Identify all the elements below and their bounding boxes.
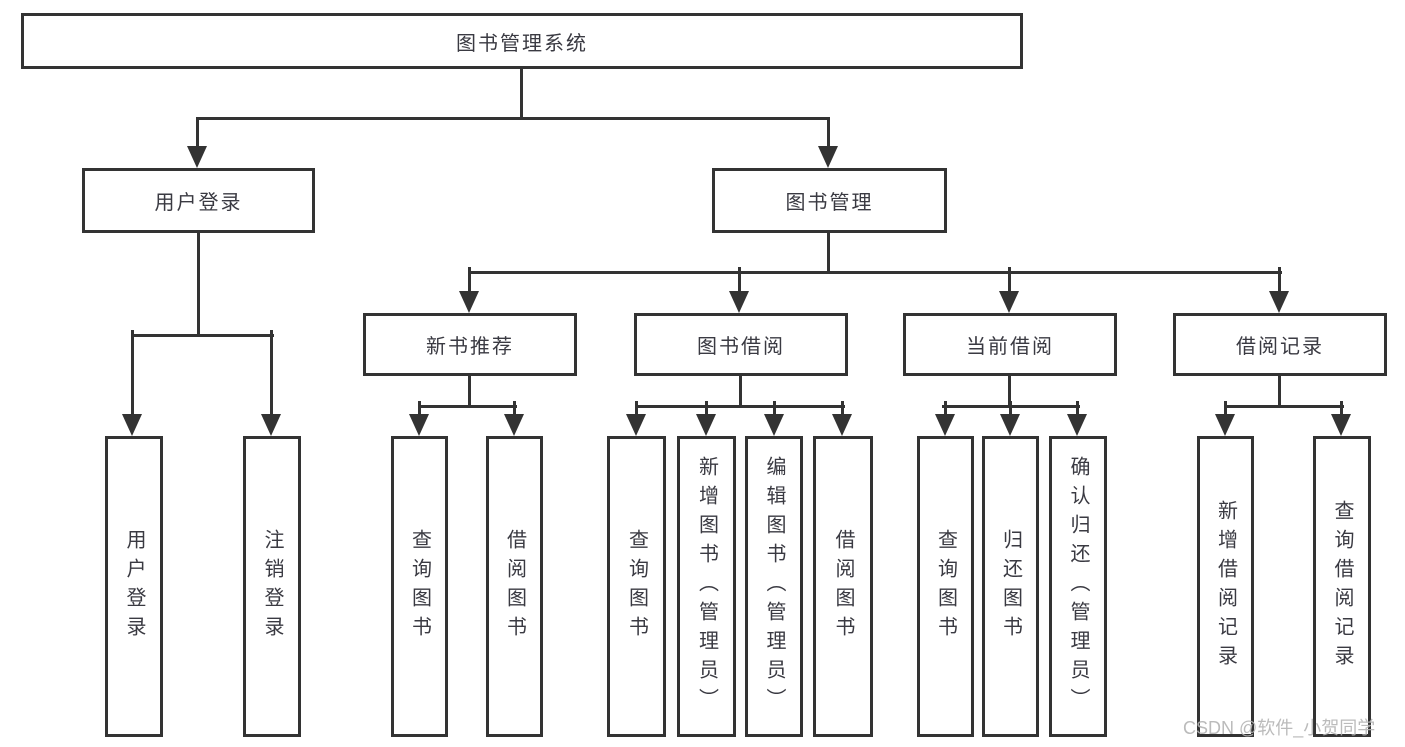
arrow-down-icon	[1000, 414, 1020, 436]
arrow-down-icon	[1331, 414, 1351, 436]
connector-line	[705, 401, 708, 417]
connector-line	[513, 401, 516, 417]
leaf-query-books-current-label: 查询图书	[934, 528, 957, 645]
node-book-borrow-label: 图书借阅	[697, 336, 785, 358]
node-new-book-recommend-label: 新书推荐	[426, 336, 514, 358]
leaf-add-borrow-record: 新增借阅记录	[1197, 436, 1254, 737]
leaf-add-borrow-record-label: 新增借阅记录	[1214, 499, 1237, 674]
arrow-down-icon	[999, 291, 1019, 313]
leaf-borrow-books-recommend: 借阅图书	[486, 436, 543, 737]
node-book-management-label: 图书管理	[785, 192, 874, 214]
leaf-query-books-borrow: 查询图书	[607, 436, 666, 737]
connector-line	[1278, 374, 1281, 407]
connector-line	[827, 117, 830, 148]
leaf-borrow-books: 借阅图书	[813, 436, 873, 737]
connector-line	[1340, 401, 1343, 417]
node-user-login: 用户登录	[82, 168, 315, 233]
connector-line	[773, 401, 776, 417]
leaf-edit-book-admin-label: 编辑图书（管理员）	[763, 456, 785, 717]
leaf-query-books-borrow-label: 查询图书	[625, 528, 648, 645]
leaf-logout-label: 注销登录	[261, 528, 283, 645]
node-current-borrow-label: 当前借阅	[966, 336, 1054, 358]
leaf-edit-book-admin: 编辑图书（管理员）	[745, 436, 803, 737]
connector-line	[1224, 405, 1344, 408]
connector-line	[1278, 267, 1281, 295]
arrow-down-icon	[1067, 414, 1087, 436]
node-root-label: 图书管理系统	[456, 32, 588, 55]
leaf-confirm-return-admin-label: 确认归还（管理员）	[1067, 456, 1089, 717]
arrow-down-icon	[764, 414, 784, 436]
leaf-return-book-label: 归还图书	[999, 528, 1022, 645]
connector-line	[635, 401, 638, 417]
connector-line	[418, 401, 421, 417]
leaf-return-book: 归还图书	[982, 436, 1039, 737]
leaf-add-book-admin: 新增图书（管理员）	[677, 436, 736, 737]
connector-line	[738, 267, 741, 295]
connector-line	[944, 401, 947, 417]
arrow-down-icon	[504, 414, 524, 436]
connector-line	[131, 330, 134, 418]
arrow-down-icon	[187, 146, 207, 168]
node-borrow-records-label: 借阅记录	[1236, 336, 1324, 358]
arrow-down-icon	[409, 414, 429, 436]
leaf-query-books-recommend-label: 查询图书	[408, 528, 431, 645]
arrow-down-icon	[729, 291, 749, 313]
node-root: 图书管理系统	[21, 13, 1023, 69]
node-book-management: 图书管理	[712, 168, 947, 233]
connector-line	[636, 405, 845, 408]
arrow-down-icon	[626, 414, 646, 436]
arrow-down-icon	[696, 414, 716, 436]
connector-line	[1076, 401, 1079, 417]
leaf-borrow-books-label: 借阅图书	[832, 528, 854, 645]
leaf-confirm-return-admin: 确认归还（管理员）	[1049, 436, 1107, 737]
connector-line	[739, 374, 742, 407]
leaf-user-login: 用户登录	[105, 436, 163, 737]
connector-line	[270, 330, 273, 418]
connector-line	[131, 334, 274, 337]
connector-line	[1008, 374, 1011, 407]
connector-line	[520, 68, 523, 118]
connector-line	[1224, 401, 1227, 417]
leaf-user-login-label: 用户登录	[123, 528, 145, 645]
leaf-logout: 注销登录	[243, 436, 301, 737]
node-current-borrow: 当前借阅	[903, 313, 1117, 376]
leaf-query-borrow-record-label: 查询借阅记录	[1331, 499, 1353, 674]
connector-line	[469, 271, 1282, 274]
connector-line	[827, 231, 830, 273]
arrow-down-icon	[459, 291, 479, 313]
node-user-login-label: 用户登录	[154, 192, 243, 214]
arrow-down-icon	[935, 414, 955, 436]
connector-line	[1009, 401, 1012, 417]
arrow-down-icon	[1215, 414, 1235, 436]
connector-line	[468, 267, 471, 295]
connector-line	[197, 231, 200, 335]
leaf-query-books-current: 查询图书	[917, 436, 974, 737]
node-new-book-recommend: 新书推荐	[363, 313, 577, 376]
connector-line	[196, 117, 830, 120]
arrow-down-icon	[818, 146, 838, 168]
leaf-query-books-recommend: 查询图书	[391, 436, 448, 737]
csdn-watermark: CSDN @软件_小贺同学	[1183, 718, 1376, 738]
leaf-query-borrow-record: 查询借阅记录	[1313, 436, 1371, 737]
node-borrow-records: 借阅记录	[1173, 313, 1387, 376]
connector-line	[468, 374, 471, 407]
leaf-add-book-admin-label: 新增图书（管理员）	[695, 456, 718, 717]
connector-line	[196, 117, 199, 148]
arrow-down-icon	[122, 414, 142, 436]
arrow-down-icon	[1269, 291, 1289, 313]
node-book-borrow: 图书借阅	[634, 313, 848, 376]
connector-line	[1008, 267, 1011, 295]
arrow-down-icon	[261, 414, 281, 436]
leaf-borrow-books-recommend-label: 借阅图书	[503, 528, 526, 645]
connector-line	[841, 401, 844, 417]
connector-line	[418, 405, 517, 408]
arrow-down-icon	[832, 414, 852, 436]
